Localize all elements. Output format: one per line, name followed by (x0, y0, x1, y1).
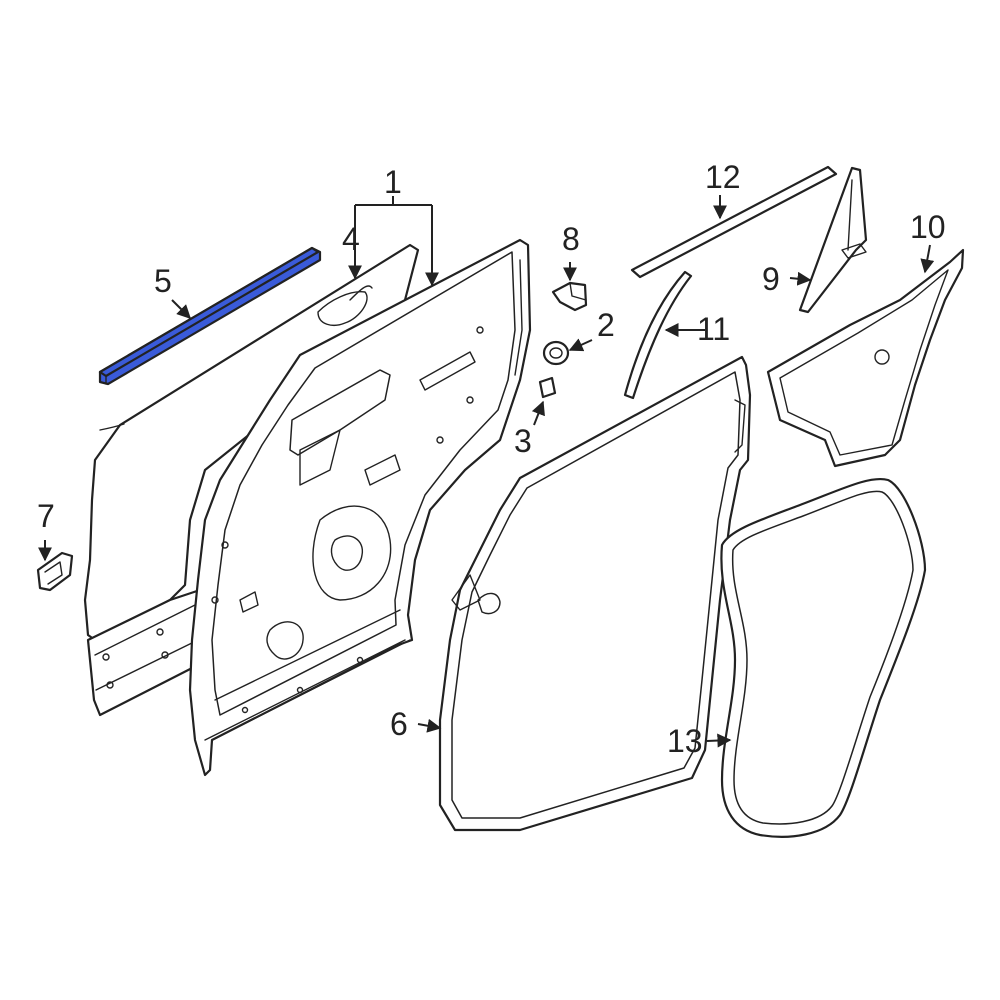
callout-8[interactable]: 8 (562, 221, 580, 257)
part-2-grommet[interactable] (542, 340, 570, 366)
callout-labels: 1 2 3 4 5 6 7 8 9 10 11 12 13 (37, 159, 946, 759)
callout-13[interactable]: 13 (667, 723, 703, 759)
callout-3[interactable]: 3 (514, 423, 532, 459)
part-9-garnish[interactable] (798, 166, 868, 314)
leader-lines (38, 195, 935, 748)
part-11-channel[interactable] (623, 270, 693, 400)
callout-6[interactable]: 6 (390, 706, 408, 742)
callout-12[interactable]: 12 (705, 159, 741, 195)
part-12-upper-molding[interactable] (630, 165, 838, 279)
callout-9[interactable]: 9 (762, 261, 780, 297)
part-13-body-weatherstrip[interactable] (720, 477, 927, 838)
callout-7[interactable]: 7 (37, 498, 55, 534)
callout-1[interactable]: 1 (384, 164, 402, 200)
part-10-watershield[interactable] (766, 248, 965, 468)
callout-11[interactable]: 11 (697, 311, 730, 347)
part-7-bracket[interactable] (36, 551, 74, 592)
part-3-pad[interactable] (538, 376, 557, 399)
callout-10[interactable]: 10 (910, 209, 946, 245)
part-8-clip[interactable] (551, 281, 588, 312)
part-6-door-weatherstrip[interactable] (438, 355, 752, 832)
callout-4[interactable]: 4 (342, 221, 360, 257)
callout-5[interactable]: 5 (154, 263, 172, 299)
part-1-door-shell[interactable] (188, 238, 532, 777)
callout-2[interactable]: 2 (597, 307, 615, 343)
part-5-belt-molding[interactable] (98, 246, 322, 386)
